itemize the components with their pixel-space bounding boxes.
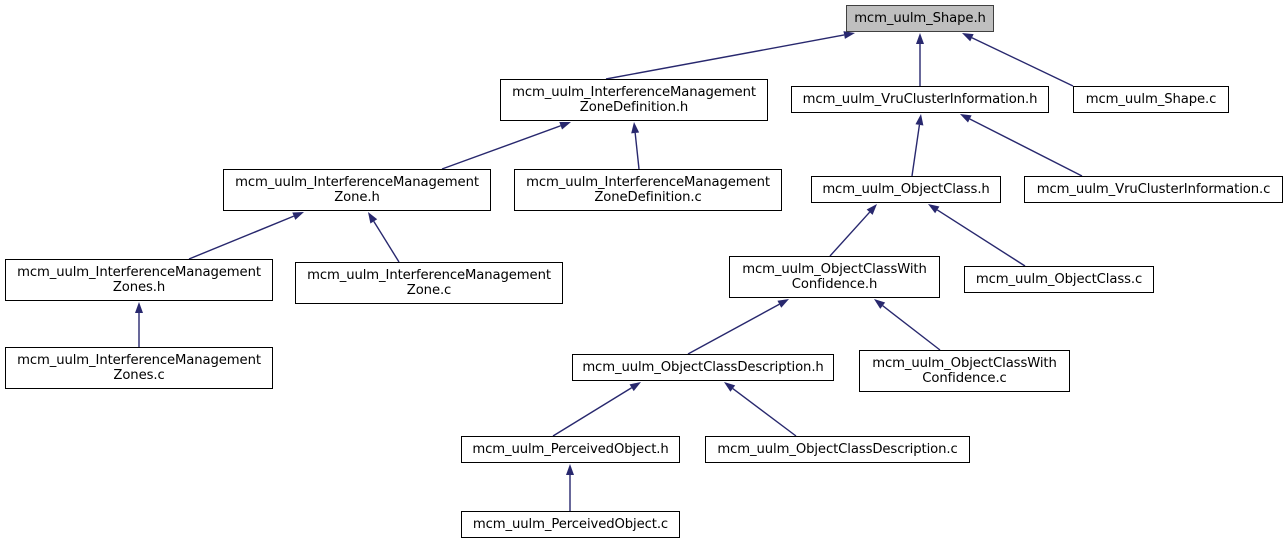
arrowhead-icon [874,299,886,309]
graph-node-label: mcm_uulm_InterferenceManagement Zones.c [17,352,261,384]
graph-edge [631,122,640,170]
graph-node-imzdef_h[interactable]: mcm_uulm_InterferenceManagement ZoneDefi… [500,79,768,121]
arrowhead-icon [724,382,736,392]
arrowhead-icon [631,122,640,134]
graph-node-imzs_c[interactable]: mcm_uulm_InterferenceManagement Zones.c [5,347,273,389]
arrowhead-icon [916,33,924,44]
graph-node-label: mcm_uulm_PerceivedObject.h [472,441,669,457]
arrowhead-icon [960,114,972,123]
arrowhead-icon [962,33,974,42]
arrowhead-icon [135,302,143,313]
graph-node-percobj_h[interactable]: mcm_uulm_PerceivedObject.h [461,436,680,463]
graph-edge [605,31,855,80]
arrowhead-icon [292,212,304,220]
graph-node-vrucluster_h[interactable]: mcm_uulm_VruClusterInformation.h [791,86,1049,113]
graph-node-label: mcm_uulm_InterferenceManagement ZoneDefi… [512,84,756,116]
graph-node-label: mcm_uulm_Shape.h [854,10,986,26]
graph-edge [566,464,574,511]
graph-node-ocdesc_c[interactable]: mcm_uulm_ObjectClassDescription.c [705,436,970,463]
graph-node-objclass_c[interactable]: mcm_uulm_ObjectClass.c [964,266,1154,293]
graph-node-imzs_h[interactable]: mcm_uulm_InterferenceManagement Zones.h [5,259,273,301]
graph-node-label: mcm_uulm_ObjectClassDescription.h [582,359,824,375]
graph-node-label: mcm_uulm_InterferenceManagement ZoneDefi… [526,174,770,206]
graph-node-vrucluster_c[interactable]: mcm_uulm_VruClusterInformation.c [1024,176,1283,203]
graph-edge [724,382,797,437]
graph-node-imz_c[interactable]: mcm_uulm_InterferenceManagement Zone.c [295,262,563,304]
graph-node-label: mcm_uulm_ObjectClass.c [975,271,1143,287]
graph-node-shape_c[interactable]: mcm_uulm_Shape.c [1073,86,1229,113]
graph-node-ocdesc_h[interactable]: mcm_uulm_ObjectClassDescription.h [572,354,834,381]
graph-edge [829,204,877,257]
graph-node-label: mcm_uulm_InterferenceManagement Zone.c [307,267,551,299]
graph-edge [874,299,941,351]
graph-edge [962,33,1074,87]
graph-edge [441,122,571,170]
graph-node-occ_c[interactable]: mcm_uulm_ObjectClassWith Confidence.c [859,350,1070,392]
graph-edge [135,302,143,347]
graph-node-label: mcm_uulm_PerceivedObject.c [472,516,669,532]
graph-node-label: mcm_uulm_Shape.c [1085,91,1217,107]
graph-node-label: mcm_uulm_VruClusterInformation.h [802,91,1038,107]
arrowhead-icon [368,212,378,224]
graph-edge [911,114,924,177]
graph-node-label: mcm_uulm_ObjectClass.h [822,181,990,197]
arrowhead-icon [866,204,877,215]
graph-node-imz_h[interactable]: mcm_uulm_InterferenceManagement Zone.h [223,169,491,211]
arrowhead-icon [629,382,641,392]
arrowhead-icon [566,464,574,475]
graph-node-occ_h[interactable]: mcm_uulm_ObjectClassWith Confidence.h [729,256,940,298]
graph-node-label: mcm_uulm_ObjectClassDescription.c [717,441,958,457]
arrowhead-icon [843,31,855,39]
graph-edge [552,382,641,437]
graph-node-label: mcm_uulm_ObjectClassWith Confidence.c [872,355,1057,387]
graph-node-label: mcm_uulm_InterferenceManagement Zones.h [17,264,261,296]
arrowhead-icon [777,299,789,308]
arrowhead-icon [559,122,571,130]
graph-node-percobj_c[interactable]: mcm_uulm_PerceivedObject.c [461,511,680,538]
graph-edge [188,212,304,260]
graph-node-label: mcm_uulm_InterferenceManagement Zone.h [235,174,479,206]
graph-node-shape_h: mcm_uulm_Shape.h [846,5,994,32]
graph-edge [928,204,1026,267]
graph-edge [916,33,924,86]
arrowhead-icon [915,114,924,126]
graph-node-label: mcm_uulm_VruClusterInformation.c [1036,181,1271,197]
graph-node-imzdef_c[interactable]: mcm_uulm_InterferenceManagement ZoneDefi… [514,169,782,211]
graph-node-label: mcm_uulm_ObjectClassWith Confidence.h [742,261,927,293]
graph-edge [368,212,400,263]
arrowhead-icon [928,204,940,214]
graph-node-objclass_h[interactable]: mcm_uulm_ObjectClass.h [811,176,1001,203]
graph-edge [960,114,1083,177]
graph-edge [687,299,789,355]
